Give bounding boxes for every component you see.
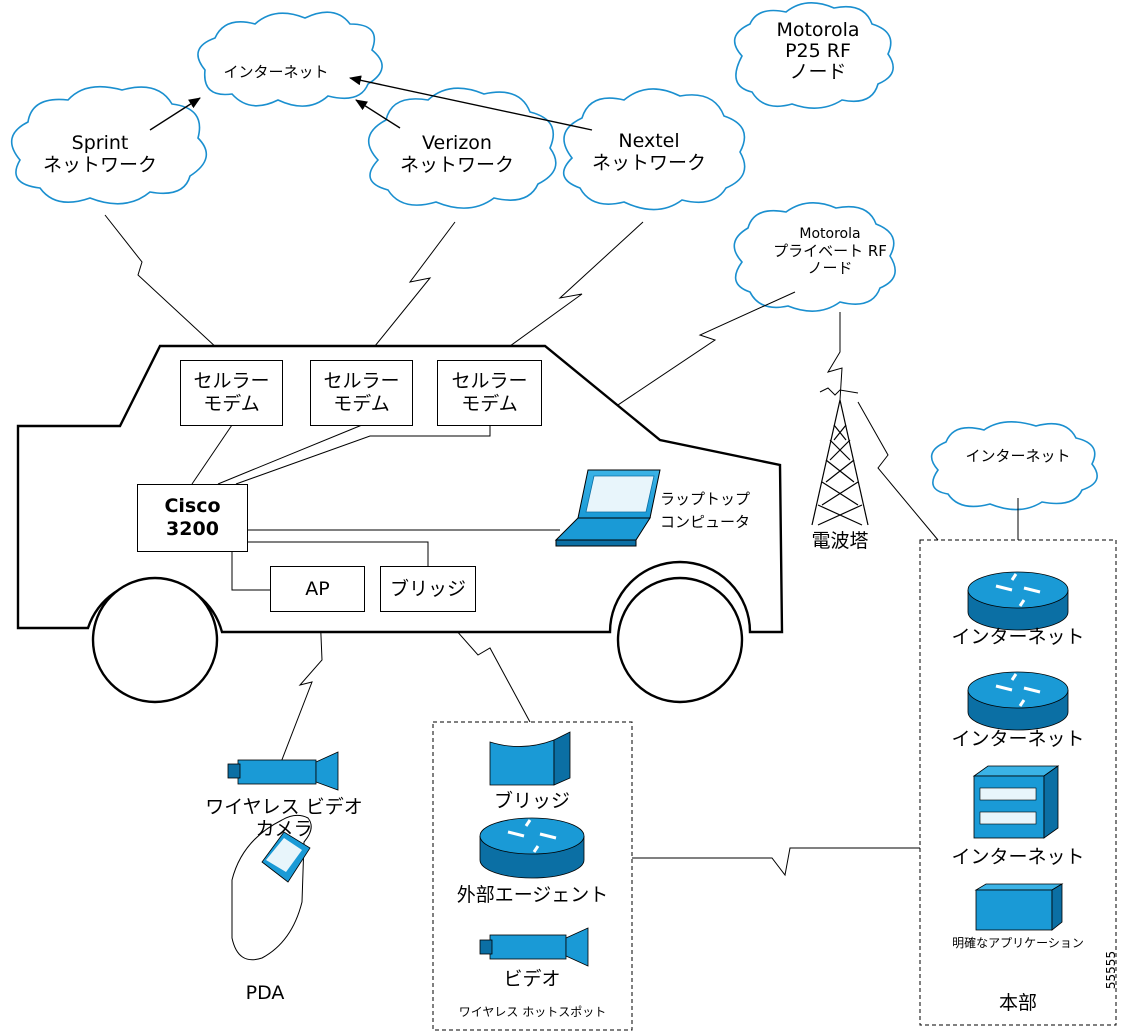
hotspot-bridge-label: ブリッジ xyxy=(493,790,570,812)
radio-tower-icon xyxy=(811,399,869,526)
vehicle-bridge[interactable]: ブリッジ xyxy=(380,566,476,612)
p25-line1: Motorola xyxy=(776,19,860,41)
cloud-sprint xyxy=(10,85,208,205)
link-hotspot-hq xyxy=(632,847,920,877)
cloud-label-verizon: Verizon ネットワーク xyxy=(372,132,542,177)
p25-line2: P25 RF xyxy=(785,39,851,62)
modem-2-line1: セルラー xyxy=(323,370,400,393)
cellular-modem-2[interactable]: セルラー モデム xyxy=(310,360,413,426)
cloud-label-nextel: Nextel ネットワーク xyxy=(564,130,734,175)
private-line2: プライベート RF xyxy=(773,241,887,260)
sprint-network: ネットワーク xyxy=(42,154,157,177)
hq-firewall-icon xyxy=(972,765,1060,839)
link-private-tower xyxy=(826,312,843,401)
cloud-internet-hq xyxy=(930,421,1098,511)
link-verizon-modem xyxy=(361,221,456,363)
cloud-label-internet-hq: インターネット xyxy=(965,447,1071,465)
router-line2: 3200 xyxy=(166,518,219,540)
hotspot-video-camera-icon xyxy=(479,927,589,967)
camera-line1: ワイヤレス ビデオ xyxy=(205,796,363,818)
nextel-network: ネットワーク xyxy=(591,152,706,175)
laptop-label: ラップトップ コンピュータ xyxy=(660,488,780,533)
private-line3: ノード xyxy=(807,259,853,278)
cloud-label-sprint: Sprint ネットワーク xyxy=(20,132,180,177)
verizon-name: Verizon xyxy=(422,132,492,154)
modem-3-line2: モデム xyxy=(461,393,518,415)
cloud-verizon xyxy=(368,87,557,209)
cloud-motorola-private xyxy=(733,202,896,312)
hotspot-caption: ワイヤレス ホットスポット xyxy=(458,1005,607,1019)
cloud-internet-top xyxy=(197,11,383,107)
link-sprint-modem xyxy=(104,214,233,363)
link-nextel-modem xyxy=(487,221,644,363)
foreign-agent-label: 外部エージェント xyxy=(456,884,609,906)
modem-3-line1: セルラー xyxy=(451,370,528,393)
link-ap-camera xyxy=(277,611,323,771)
hq-app-server-icon xyxy=(974,883,1064,931)
access-point[interactable]: AP xyxy=(270,566,365,612)
cloud-label-motorola-private: Motorola プライベート RF ノード xyxy=(740,226,920,278)
cellular-modem-1[interactable]: セルラー モデム xyxy=(180,360,283,426)
cloud-motorola-p25 xyxy=(733,2,894,109)
nextel-name: Nextel xyxy=(618,130,680,152)
cloud-label-internet-top: インターネット xyxy=(223,63,329,81)
bridge-device-icon xyxy=(489,731,571,786)
hq-caption: 本部 xyxy=(998,992,1037,1014)
modem-1-line1: セルラー xyxy=(193,370,270,393)
p25-line3: ノード xyxy=(789,60,847,83)
camera-line2: カメラ xyxy=(255,818,313,841)
modem-1-line2: モデム xyxy=(203,393,260,415)
private-line1: Motorola xyxy=(799,226,861,242)
laptop-icon xyxy=(554,469,661,547)
hq-app-label: 明確なアプリケーション xyxy=(952,936,1084,950)
hq-router-2-icon xyxy=(967,671,1069,731)
laptop-line1: ラップトップ xyxy=(660,490,751,508)
wireless-camera-icon xyxy=(227,751,339,791)
modem-2-line2: モデム xyxy=(333,393,390,415)
sprint-name: Sprint xyxy=(71,132,129,154)
link-tower-hq xyxy=(857,401,939,541)
tower-label: 電波塔 xyxy=(811,530,869,552)
router-line1: Cisco xyxy=(164,495,221,518)
wheel-front xyxy=(616,576,744,704)
figure-id: 55555 xyxy=(1104,950,1118,990)
hq-firewall-label: インターネット xyxy=(951,846,1085,868)
pda-label: PDA xyxy=(245,982,285,1004)
laptop-line2: コンピュータ xyxy=(660,512,751,531)
verizon-network: ネットワーク xyxy=(399,154,514,177)
hotspot-video-label: ビデオ xyxy=(503,968,561,990)
cisco-3200-router[interactable]: Cisco 3200 xyxy=(137,484,248,552)
hq-router-2-label: インターネット xyxy=(951,728,1085,750)
hotspot-group xyxy=(432,721,633,1031)
pda-icon xyxy=(231,814,312,961)
cellular-modem-3[interactable]: セルラー モデム xyxy=(437,360,542,426)
hq-group xyxy=(919,539,1117,1026)
wheel-rear xyxy=(91,576,219,704)
cloud-label-motorola-p25: Motorola P25 RF ノード xyxy=(748,20,888,83)
hq-router-1-icon xyxy=(967,571,1069,631)
cloud-nextel xyxy=(562,88,746,211)
foreign-agent-router-icon xyxy=(479,817,585,879)
camera-label: ワイヤレス ビデオ カメラ xyxy=(194,796,374,841)
link-bridge-hotspot xyxy=(439,611,531,723)
hq-router-1-label: インターネット xyxy=(951,626,1085,648)
